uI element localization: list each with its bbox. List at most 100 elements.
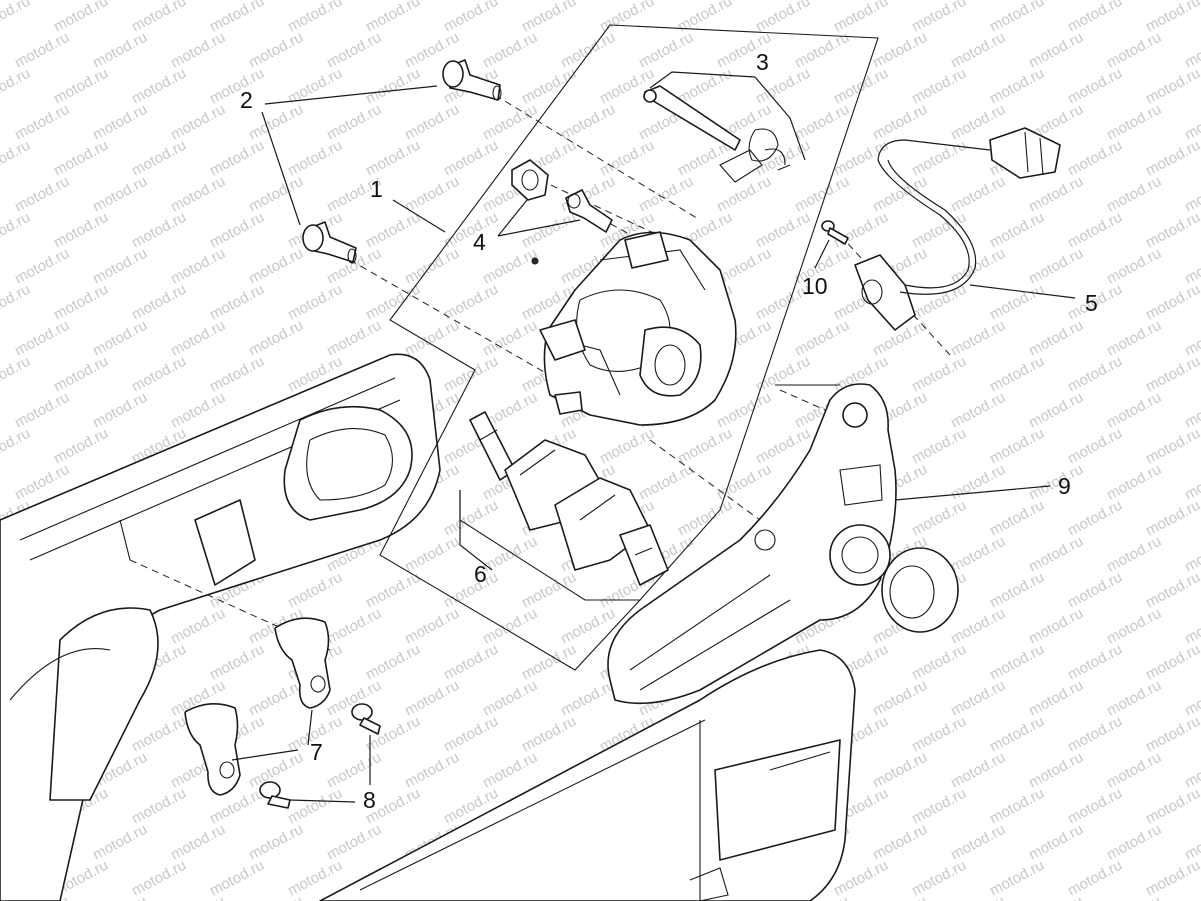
watermark-text: motod.ru	[1182, 29, 1201, 72]
watermark-text: motod.ru	[831, 209, 891, 252]
watermark-text: motod.ru	[90, 893, 150, 901]
watermark-text: motod.ru	[909, 65, 969, 108]
watermark-text: motod.ru	[1065, 569, 1125, 612]
watermark-text: motod.ru	[51, 425, 111, 468]
callout-3: 3	[756, 49, 769, 75]
watermark-text: motod.ru	[402, 245, 462, 288]
watermark-text: motod.ru	[1104, 461, 1164, 504]
watermark-text: motod.ru	[987, 641, 1047, 684]
watermark-text: motod.ru	[1026, 605, 1086, 648]
watermark-text: motod.ru	[987, 353, 1047, 396]
watermark-text: motod.ru	[948, 533, 1008, 576]
watermark-text: motod.ru	[129, 353, 189, 396]
callout-leaders	[231, 71, 1076, 803]
watermark-text: motod.ru	[12, 245, 72, 288]
watermark-text: motod.ru	[324, 749, 384, 792]
explode-lines	[129, 94, 951, 651]
watermark-text: motod.ru	[636, 173, 696, 216]
watermark-text: motod.ru	[636, 461, 696, 504]
watermark-text: motod.ru	[987, 785, 1047, 828]
watermark-text: motod.ru	[909, 497, 969, 540]
watermark-text: motod.ru	[1143, 137, 1201, 180]
watermark-text: motod.ru	[1182, 101, 1201, 144]
watermark-text: motod.ru	[1143, 641, 1201, 684]
watermark-text: motod.ru	[441, 137, 501, 180]
watermark-text: motod.ru	[870, 29, 930, 72]
watermark-text: motod.ru	[0, 209, 33, 252]
watermark-text: motod.ru	[363, 641, 423, 684]
watermark-text: motod.ru	[402, 101, 462, 144]
callout-labels: 1 2 3 4 5 6 7 8 9 10	[240, 49, 1098, 813]
watermark-text: motod.ru	[90, 821, 150, 864]
watermark-text: motod.ru	[792, 173, 852, 216]
watermark-text: motod.ru	[1104, 893, 1164, 901]
watermark-text: motod.ru	[909, 857, 969, 900]
watermark-text: motod.ru	[1026, 173, 1086, 216]
watermark-text: motod.ru	[519, 713, 579, 756]
watermark-text: motod.ru	[987, 857, 1047, 900]
watermark-text: motod.ru	[1026, 893, 1086, 901]
watermark-text: motod.ru	[948, 893, 1008, 901]
watermark-text: motod.ru	[402, 677, 462, 720]
watermark-text: motod.ru	[948, 317, 1008, 360]
watermark-text: motod.ru	[1182, 677, 1201, 720]
watermark-text: motod.ru	[441, 497, 501, 540]
watermark-text: motod.ru	[480, 677, 540, 720]
watermark-text: motod.ru	[402, 317, 462, 360]
watermark-text: motod.ru	[0, 353, 33, 396]
watermark-text: motod.ru	[90, 389, 150, 432]
watermark-text: motod.ru	[1143, 209, 1201, 252]
watermark-text: motod.ru	[51, 353, 111, 396]
watermark-text: motod.ru	[441, 713, 501, 756]
watermark-text: motod.ru	[1143, 569, 1201, 612]
watermark-text: motod.ru	[1104, 29, 1164, 72]
watermark-text: motod.ru	[597, 137, 657, 180]
watermark-text: motod.ru	[675, 65, 735, 108]
watermark-text: motod.ru	[0, 425, 33, 468]
watermark-text: motod.ru	[792, 101, 852, 144]
banjo-fitting	[511, 159, 549, 201]
watermark-text: motod.ru	[0, 137, 33, 180]
watermark-text: motod.ru	[207, 281, 267, 324]
watermark-text: motod.ru	[909, 785, 969, 828]
watermark-text: motod.ru	[168, 893, 228, 901]
watermark-text: motod.ru	[870, 749, 930, 792]
watermark-text: motod.ru	[1143, 65, 1201, 108]
callout-7: 7	[310, 739, 323, 765]
watermark-text: motod.ru	[1026, 317, 1086, 360]
callout-10: 10	[802, 273, 828, 299]
watermark-text: motod.ru	[753, 209, 813, 252]
watermark-text: motod.ru	[987, 713, 1047, 756]
watermark-text: motod.ru	[987, 281, 1047, 324]
watermark-text: motod.ru	[558, 29, 618, 72]
callout-8: 8	[363, 787, 376, 813]
watermark-text: motod.ru	[1026, 245, 1086, 288]
watermark-text: motod.ru	[207, 137, 267, 180]
watermark-text: motod.ru	[1143, 425, 1201, 468]
callout-2: 2	[240, 87, 253, 113]
watermark-text: motod.ru	[909, 641, 969, 684]
watermark-text: motod.ru	[207, 353, 267, 396]
watermark-text: motod.ru	[714, 461, 774, 504]
watermark-text: motod.ru	[207, 857, 267, 900]
watermark-text: motod.ru	[1026, 461, 1086, 504]
watermark-text: motod.ru	[51, 209, 111, 252]
lower-frame-part	[319, 649, 856, 901]
watermark-text: motod.ru	[948, 389, 1008, 432]
watermark-text: motod.ru	[324, 101, 384, 144]
watermark-text: motod.ru	[480, 101, 540, 144]
watermark-text: motod.ru	[441, 641, 501, 684]
watermark-text: motod.ru	[90, 317, 150, 360]
watermark-text: motod.ru	[246, 173, 306, 216]
watermark-text: motod.ru	[129, 713, 189, 756]
watermark-text: motod.ru	[1026, 677, 1086, 720]
watermark-text: motod.ru	[675, 425, 735, 468]
clamp-screw-upper	[351, 703, 381, 735]
watermark-text: motod.ru	[987, 569, 1047, 612]
watermark-text: motod.ru	[285, 569, 345, 612]
watermark-text: motod.ru	[1104, 677, 1164, 720]
watermark-text: motod.ru	[1104, 749, 1164, 792]
watermark-text: motod.ru	[558, 101, 618, 144]
watermark-text: motod.ru	[1143, 497, 1201, 540]
watermark-text: motod.ru	[246, 317, 306, 360]
